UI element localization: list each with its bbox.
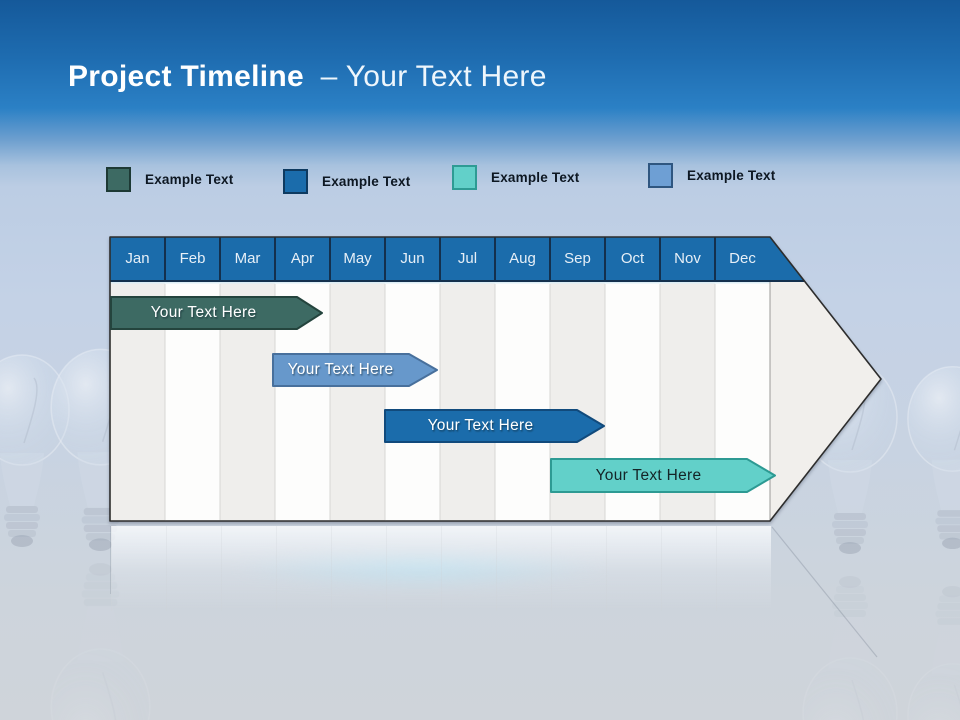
month-label: Jul <box>457 250 478 267</box>
legend-swatch-blue <box>283 169 308 194</box>
legend-label: Example Text <box>491 170 580 185</box>
table-reflection <box>111 526 771 611</box>
task-label: Your Text Here <box>287 361 394 378</box>
month-label: Jan <box>125 250 150 267</box>
month-label: Feb <box>179 250 206 267</box>
month-label: Apr <box>290 250 315 267</box>
legend-label: Example Text <box>145 172 234 187</box>
table-reflection-lines <box>110 526 878 658</box>
task-arrow-shape <box>110 296 323 330</box>
task-arrow-shape <box>272 353 438 387</box>
task-label: Your Text Here <box>150 304 257 321</box>
task-label: Your Text Here <box>595 467 702 484</box>
task-arrow-2: Your Text Here <box>272 353 439 387</box>
legend-swatch-turquoise <box>452 165 477 190</box>
month-label: Jun <box>400 250 425 267</box>
legend-swatch-dark-teal <box>106 167 131 192</box>
month-label: Oct <box>620 250 645 267</box>
legend-swatch-light-blue <box>648 163 673 188</box>
task-arrow-shape <box>550 458 776 493</box>
month-label: Dec <box>729 250 756 267</box>
title-main: Project Timeline <box>68 60 304 93</box>
legend-label: Example Text <box>687 168 776 183</box>
month-label: Aug <box>509 250 536 267</box>
month-label: Sep <box>564 250 591 267</box>
task-arrow-4: Your Text Here <box>550 458 777 493</box>
legend-label: Example Text <box>322 174 411 189</box>
month-label: May <box>343 250 372 267</box>
month-label: Mar <box>234 250 261 267</box>
task-arrow-1: Your Text Here <box>110 296 324 330</box>
task-arrow-shape <box>384 409 605 443</box>
legend-item-2: Example Text <box>283 169 410 194</box>
page-title: Project Timeline – Your Text Here <box>68 60 547 94</box>
legend-item-3: Example Text <box>452 165 579 190</box>
task-label: Your Text Here <box>427 417 534 434</box>
month-label: Nov <box>674 250 701 267</box>
title-subtitle: – Your Text Here <box>320 60 547 93</box>
legend-item-4: Example Text <box>648 163 775 188</box>
task-arrow-3: Your Text Here <box>384 409 606 443</box>
legend-item-1: Example Text <box>106 167 233 192</box>
